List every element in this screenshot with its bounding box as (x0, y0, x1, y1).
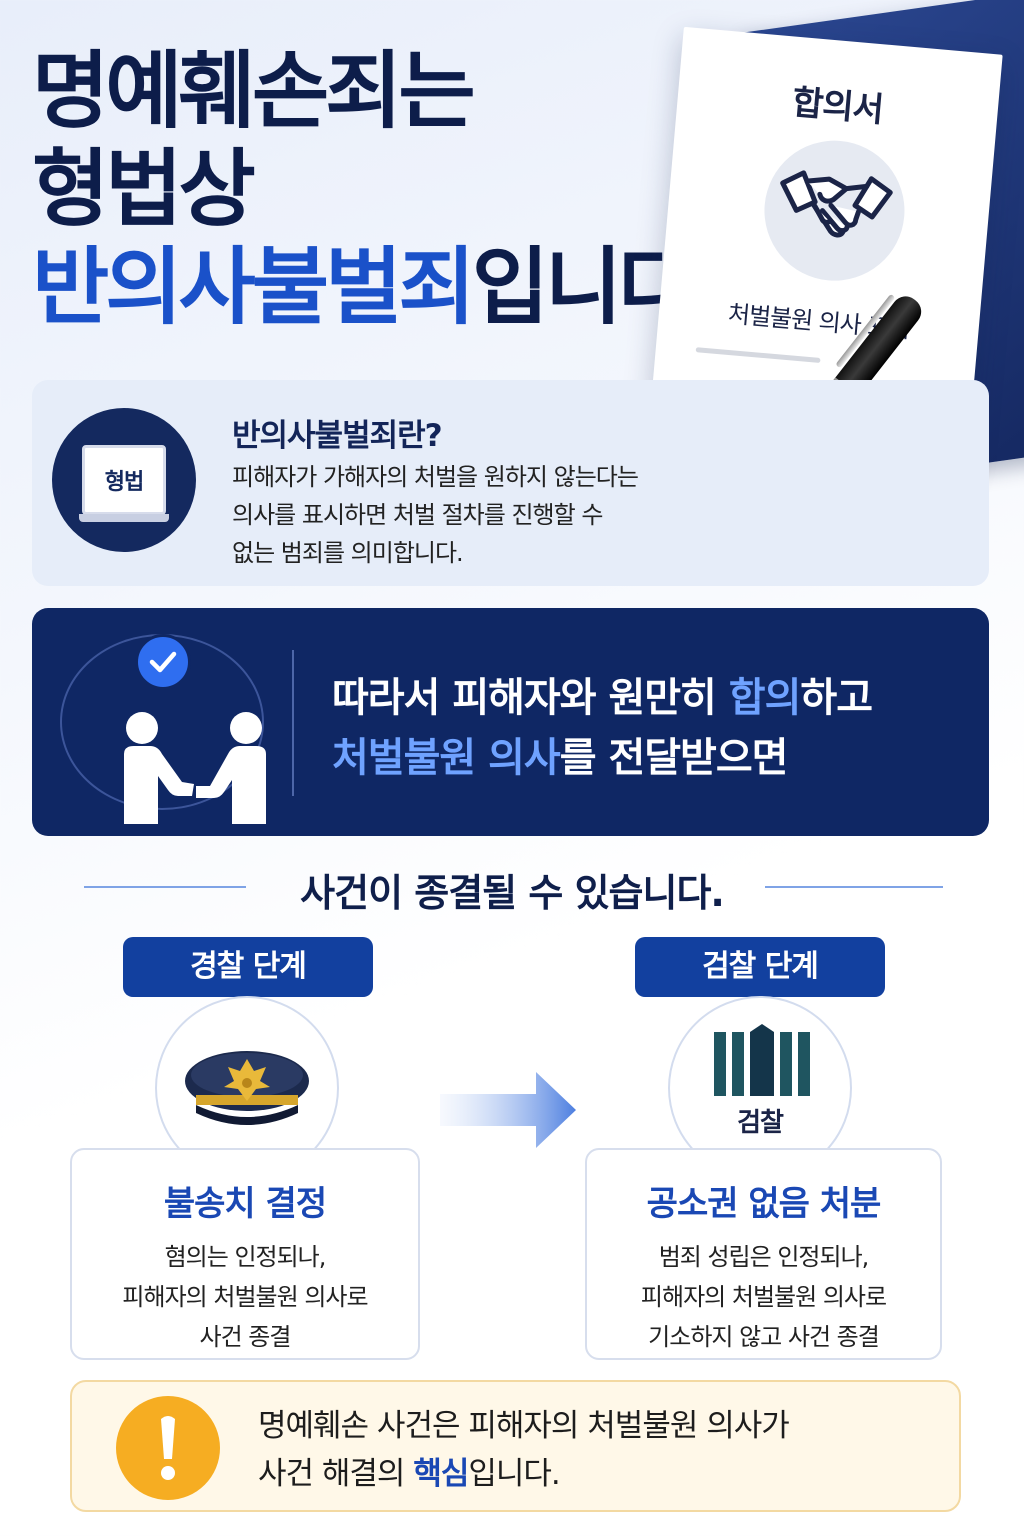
banner-text-part: 하고 (800, 675, 873, 721)
police-stage-title: 불송치 결정 (163, 1184, 327, 1224)
check-icon (135, 634, 191, 690)
banner-divider (292, 650, 294, 796)
police-stage-description: 혐의는 인정되나, 피해자의 처벌불원 의사로 사건 종결 (72, 1237, 418, 1357)
prosecution-stage-card: 공소권 없음 처분 범죄 성립은 인정되나, 피해자의 처벌불원 의사로 기소하… (585, 1148, 942, 1360)
description-line: 피해자의 처벌불원 의사로 (640, 1283, 887, 1311)
description-line: 사건 종결 (199, 1323, 292, 1351)
description-line: 혐의는 인정되나, (164, 1243, 327, 1271)
people-shaking-hands-icon (124, 712, 266, 824)
document-caption: 처벌불원 의사 표시 (726, 299, 911, 344)
banner-text-part: 를 전달받으면 (559, 735, 789, 781)
note-text-part: 사건 해결의 (258, 1456, 414, 1492)
arrow-right-icon (440, 1072, 576, 1148)
banner-text-part: 따라서 피해자와 원만히 (332, 675, 729, 721)
police-stage-card: 불송치 결정 혐의는 인정되나, 피해자의 처벌불원 의사로 사건 종결 (70, 1148, 420, 1360)
handshake-icon (758, 134, 911, 287)
banner-line1: 따라서 피해자와 원만히 합의하고 (332, 668, 873, 728)
banner-highlight-intent: 처벌불원 의사 (332, 735, 561, 781)
law-book-icon: 형법 (52, 408, 196, 552)
definition-body: 피해자가 가해자의 처벌을 원하지 않는다는 의사를 표시하면 처벌 절차를 진… (232, 458, 712, 572)
document-placeholder-line (695, 347, 821, 364)
prosecution-stage-description: 범죄 성립은 인정되나, 피해자의 처벌불원 의사로 기소하지 않고 사건 종결 (587, 1237, 940, 1357)
definition-line: 없는 범죄를 의미합니다. (232, 539, 464, 567)
hero-title-highlight: 반의사불벌죄 (32, 238, 476, 336)
note-line1: 명예훼손 사건은 피해자의 처벌불원 의사가 (258, 1408, 790, 1444)
banner-line2: 처벌불원 의사를 전달받으면 (332, 728, 872, 788)
agreement-banner: 따라서 피해자와 원만히 합의하고 처벌불원 의사를 전달받으면 (32, 608, 989, 836)
note-highlight-core: 핵심 (413, 1456, 469, 1492)
note-message: 명예훼손 사건은 피해자의 처벌불원 의사가 사건 해결의 핵심입니다. (258, 1402, 790, 1498)
definition-card: 형법 반의사불벌죄란? 피해자가 가해자의 처벌을 원하지 않는다는 의사를 표… (32, 380, 989, 586)
book-label: 형법 (104, 470, 144, 495)
description-line: 피해자의 처벌불원 의사로 (122, 1283, 368, 1311)
book-graphic: 형법 (79, 445, 169, 522)
banner-highlight-agreement: 합의 (728, 675, 802, 721)
result-heading: 사건이 종결될 수 있습니다. (300, 871, 725, 915)
prosecution-emblem-text: 검찰 (737, 1108, 784, 1138)
prosecution-stage-title: 공소권 없음 처분 (646, 1184, 882, 1224)
definition-line: 피해자가 가해자의 처벌을 원하지 않는다는 (232, 463, 639, 491)
description-line: 기소하지 않고 사건 종결 (648, 1323, 880, 1351)
key-point-note: 명예훼손 사건은 피해자의 처벌불원 의사가 사건 해결의 핵심입니다. (70, 1380, 961, 1512)
description-line: 범죄 성립은 인정되나, (658, 1243, 870, 1271)
heading-rule-left (84, 886, 246, 888)
prosecution-stage-label: 검찰 단계 (635, 937, 885, 997)
hero-title-line2: 형법상 (32, 140, 256, 238)
hero-title-line1: 명예훼손죄는 (32, 42, 476, 140)
hero-title-line3: 반의사불벌죄입니다 (32, 238, 696, 336)
banner-message: 따라서 피해자와 원만히 합의하고 처벌불원 의사를 전달받으면 (332, 668, 873, 788)
document-title: 합의서 (790, 82, 885, 131)
exclamation-icon (116, 1396, 220, 1500)
note-text-part: 입니다. (468, 1456, 560, 1492)
note-line2: 사건 해결의 핵심입니다. (258, 1450, 789, 1498)
definition-line: 의사를 표시하면 처벌 절차를 진행할 수 (232, 501, 603, 529)
heading-rule-right (765, 886, 943, 888)
hero-title: 명예훼손죄는 형법상 반의사불벌죄입니다 (32, 42, 696, 336)
police-stage-label: 경찰 단계 (123, 937, 373, 997)
definition-heading: 반의사불벌죄란? (232, 418, 443, 454)
agreement-document: 합의서 처벌불원 의사 표시 (647, 26, 1003, 474)
